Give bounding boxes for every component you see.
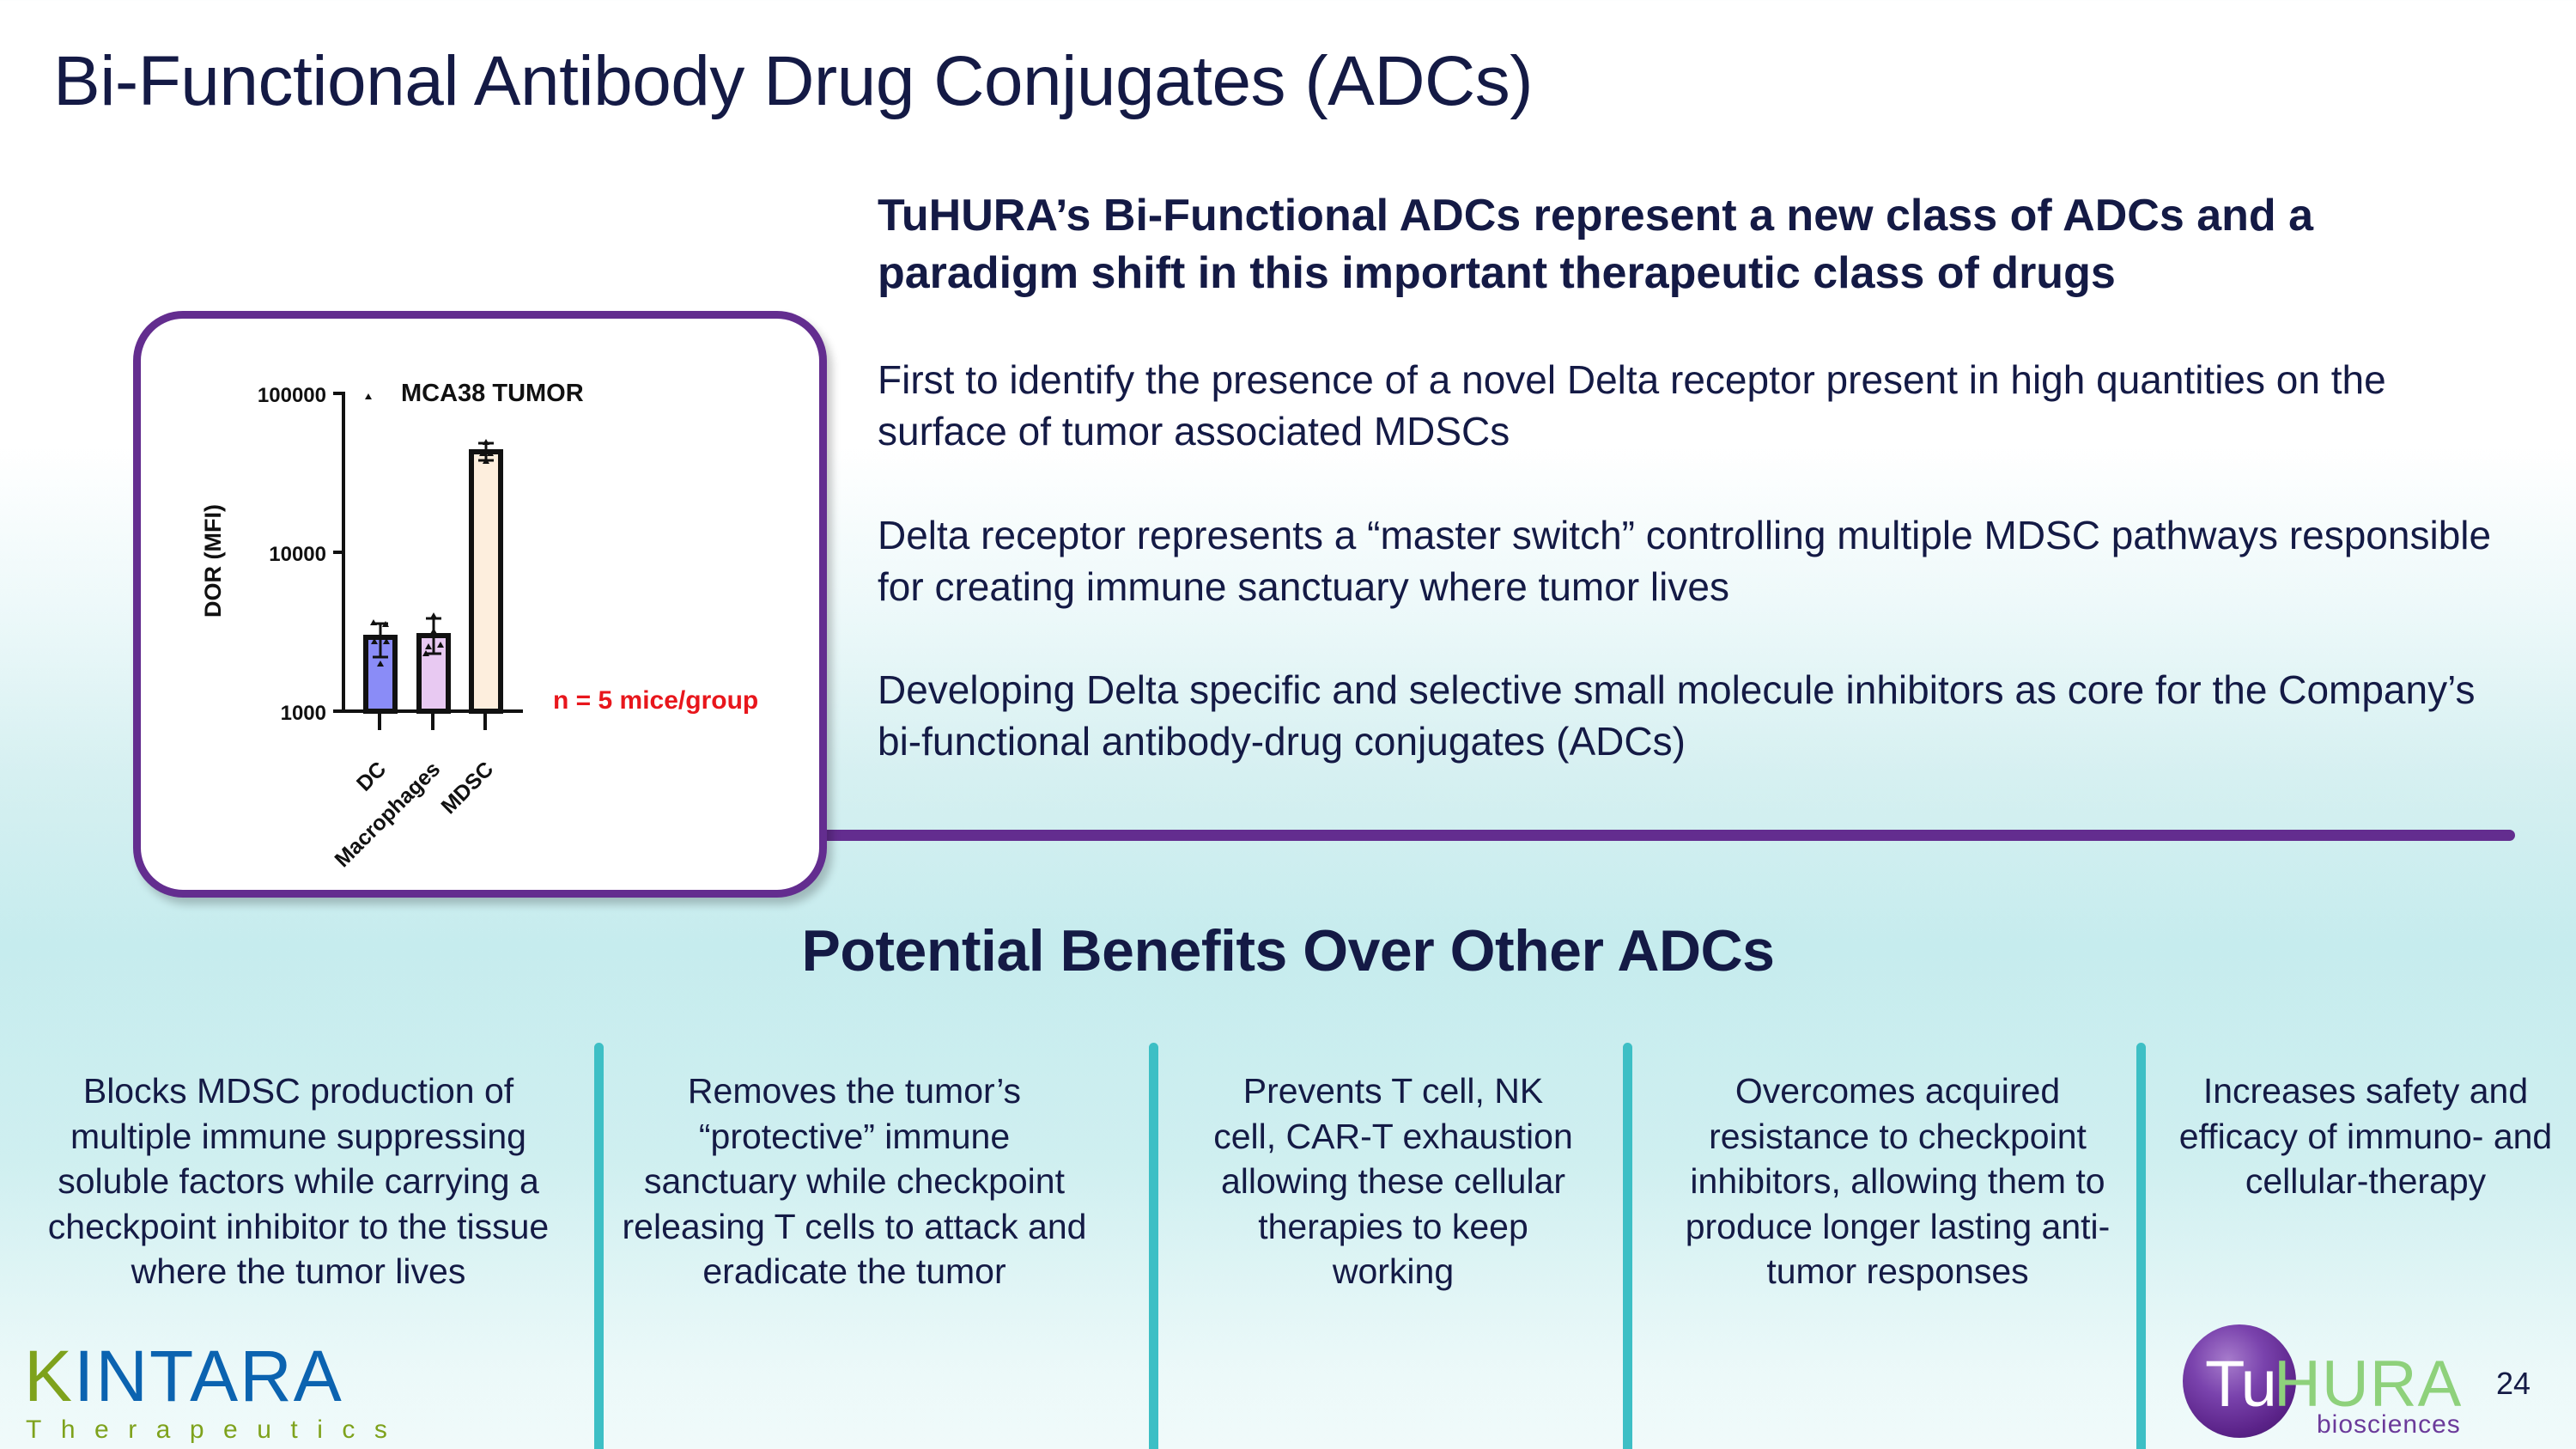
tuhura-logo-hura: HURA [2274,1348,2463,1421]
tuhura-logo-tu: Tu [2205,1348,2277,1421]
bar-mdsc [469,449,503,714]
intro-point-3: Developing Delta specific and selective … [878,667,2476,764]
tuhura-orb-icon [2183,1324,2296,1438]
page-number: 24 [2496,1366,2531,1401]
chart-card: DOR (MFI) 100000 10000 1000 MCA38 TUMOR … [133,311,827,898]
kintara-logo-word: INTARA [74,1336,343,1416]
chart-annotation: n = 5 mice/group [553,686,758,715]
intro-point-2: Delta receptor represents a “master swit… [878,513,2492,609]
ytick-1000: 1000 [281,702,326,725]
chart-ylabel: DOR (MFI) [200,504,226,618]
kintara-logo-k: K [24,1336,75,1416]
slide-title: Bi-Functional Antibody Drug Conjugates (… [53,42,1534,120]
kintara-logo-subtitle: Therapeutics [26,1416,407,1444]
benefit-item-1: Blocks MDSC production of multiple immun… [47,1071,550,1291]
benefit-item-4: Overcomes acquired resistance to checkpo… [1685,1071,2111,1291]
xtick-dc: DC [352,757,391,795]
benefit-item-5: Increases safety and efficacy of immuno-… [2178,1071,2553,1201]
ytick-100000: 100000 [258,384,326,407]
kintara-logo: KINTARA Therapeutics [24,1340,406,1445]
xtick-mdsc: MDSC [436,757,498,819]
column-divider [1623,1043,1632,1449]
bar-chart: DOR (MFI) 100000 10000 1000 MCA38 TUMOR … [200,380,758,872]
column-divider [594,1043,604,1449]
benefit-item-3: Prevents T cell, NK cell, CAR-T exhausti… [1213,1071,1573,1291]
tuhura-logo: Tu HURA biosciences [2179,1323,2471,1443]
intro-point-1: First to identify the presence of a nove… [878,357,2386,454]
chart-title: MCA38 TUMOR [401,380,584,407]
benefits-heading: Potential Benefits Over Other ADCs [801,918,1775,983]
purple-divider-rule [820,830,2515,841]
column-divider [2136,1043,2146,1449]
benefit-item-2: Removes the tumor’s “protective” immune … [622,1071,1087,1291]
column-divider [1149,1043,1158,1449]
ytick-10000: 10000 [269,543,326,566]
lead-statement: TuHURA’s Bi-Functional ADCs represent a … [878,191,2314,298]
tuhura-logo-subtitle: biosciences [2317,1410,2461,1439]
